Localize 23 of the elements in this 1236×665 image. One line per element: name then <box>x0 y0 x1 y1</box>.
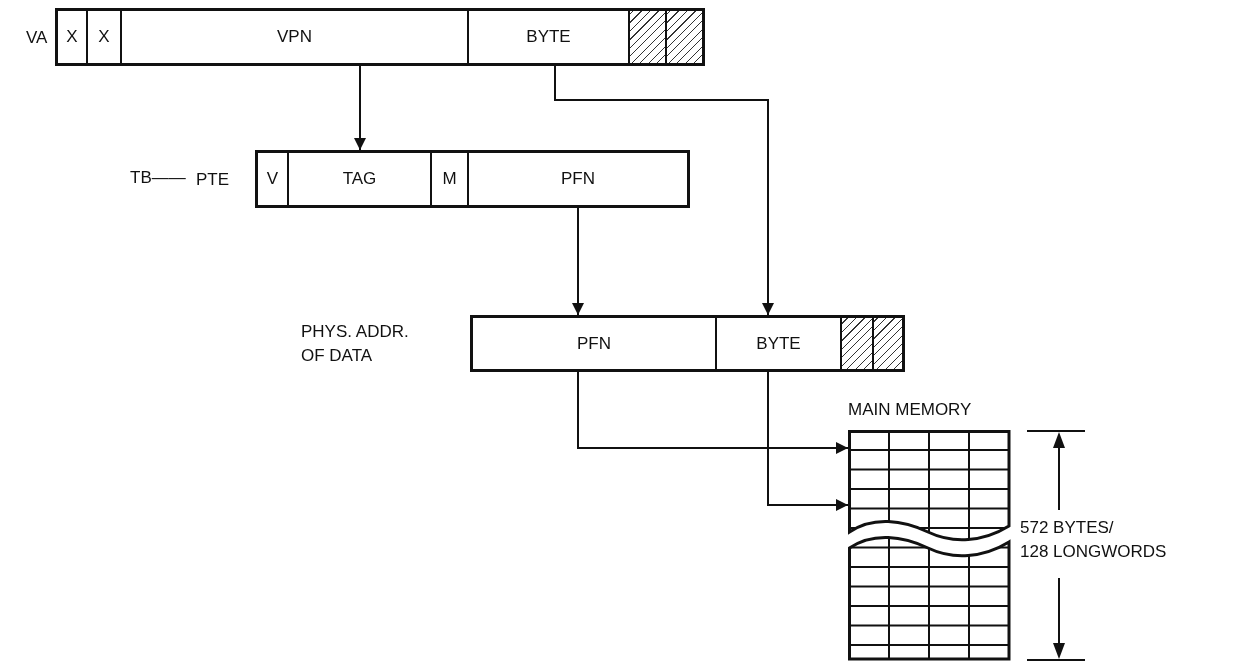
arrow <box>354 65 366 151</box>
register-label: VA <box>26 27 49 49</box>
reserved-field <box>665 11 702 63</box>
reserved-field <box>872 318 902 369</box>
bit-field: PFN <box>467 153 687 205</box>
reserved-field <box>840 318 872 369</box>
arrow <box>554 65 774 316</box>
arrow <box>767 371 849 511</box>
arrow <box>572 207 584 316</box>
reserved-field <box>628 11 665 63</box>
register-label: PTE <box>196 169 231 191</box>
register-label: PHYS. ADDR. OF DATA <box>301 321 410 367</box>
bit-field: M <box>430 153 467 205</box>
bit-field: X <box>58 11 86 63</box>
arrow <box>577 371 849 454</box>
bit-field: VPN <box>120 11 467 63</box>
label-text: TB—— <box>130 167 186 189</box>
bit-field: V <box>258 153 287 205</box>
bit-field: TAG <box>287 153 430 205</box>
bit-field: PFN <box>473 318 715 369</box>
bit-field: X <box>86 11 120 63</box>
dimension-label: 572 BYTES/ 128 LONGWORDS <box>1020 517 1168 563</box>
memory-title: MAIN MEMORY <box>848 400 972 420</box>
